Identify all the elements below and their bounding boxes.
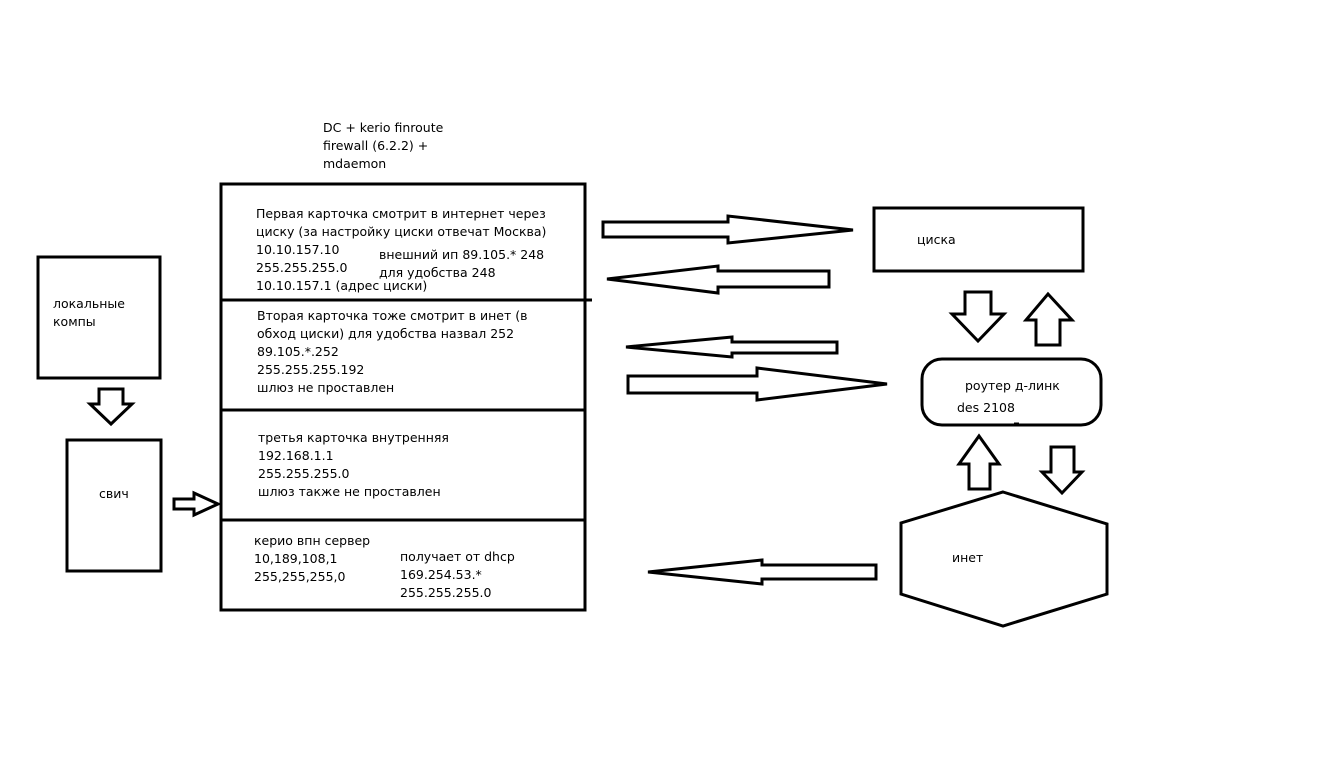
arrow-local-to-switch: [86, 387, 136, 427]
cisco-box: [872, 206, 1085, 273]
card1-desc-line-2: циску (за настройку циски отвечат Москва…: [256, 224, 547, 239]
card2-gateway: шлюз не проставлен: [257, 380, 395, 395]
arrow-cisco-to-card1: [606, 264, 831, 295]
arrow-router-to-inet: [1038, 445, 1086, 496]
switch-label: свич: [99, 486, 129, 501]
card4-ip: 10,189,108,1: [254, 551, 338, 566]
card1-gateway: 10.10.157.1 (адрес циски): [256, 278, 428, 293]
router-label-line-1: роутер д-линк: [965, 378, 1060, 393]
card4-title: керио впн сервер: [254, 533, 371, 548]
server-title-line-1: DC + kerio finroute: [323, 120, 444, 135]
card1-external-line-2: для удобства 248: [379, 265, 496, 280]
server-title-line-2: firewall (6.2.2) +: [323, 138, 429, 153]
card4-dhcp-line-2: 169.254.53.*: [400, 567, 482, 582]
arrow-cisco-to-router: [948, 290, 1008, 344]
arrow-card2-to-router: [626, 366, 888, 402]
card1-ip: 10.10.157.10: [256, 242, 340, 257]
internet-hexagon: [899, 490, 1109, 628]
inet-label: инет: [952, 550, 984, 565]
local-computers-label-line-2: компы: [53, 314, 96, 329]
card2-mask: 255.255.255.192: [257, 362, 365, 377]
local-computers-label-line-1: локальные: [53, 296, 125, 311]
arrow-card1-to-cisco: [601, 214, 854, 245]
switch-box: [65, 438, 163, 573]
card2-desc-line-2: обход циски) для удобства назвал 252: [257, 326, 515, 341]
arrow-router-to-card2: [625, 335, 839, 359]
server-title-line-3: mdaemon: [323, 156, 387, 171]
card1-external-line-1: внешний ип 89.105.* 248: [379, 247, 545, 262]
card4-mask: 255,255,255,0: [254, 569, 346, 584]
card1-mask: 255.255.255.0: [256, 260, 348, 275]
card4-dhcp-line-1: получает от dhcp: [400, 549, 515, 564]
card3-mask: 255.255.255.0: [258, 466, 350, 481]
card4-dhcp-line-3: 255.255.255.0: [400, 585, 492, 600]
cisco-label: циска: [917, 232, 956, 247]
card3-ip: 192.168.1.1: [258, 448, 334, 463]
arrow-inet-to-card4: [647, 558, 878, 586]
router-box: [920, 357, 1103, 427]
card2-desc-line-1: Вторая карточка тоже смотрит в инет (в: [257, 308, 528, 323]
card2-ip: 89.105.*.252: [257, 344, 339, 359]
router-label-line-2: des 2108: [957, 400, 1015, 415]
arrow-inet-to-router: [956, 433, 1002, 491]
arrow-router-to-cisco: [1022, 291, 1076, 347]
card1-desc-line-1: Первая карточка смотрит в интернет через: [256, 206, 546, 221]
arrow-switch-to-server: [172, 490, 222, 518]
card3-desc: третья карточка внутренняя: [258, 430, 449, 445]
card3-gateway: шлюз также не проставлен: [258, 484, 441, 499]
server-box: [219, 182, 587, 612]
local-computers-box: [36, 255, 162, 380]
